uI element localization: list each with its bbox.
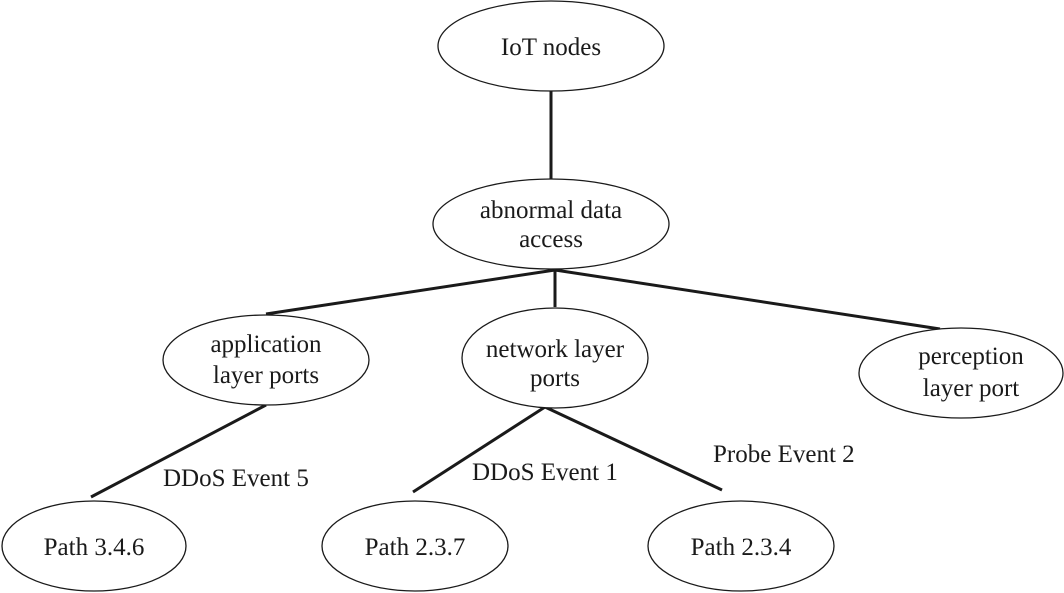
node-label-line-1: abnormal data [480, 197, 622, 224]
edge-application-to-path346 [90, 403, 267, 499]
node-shape [647, 500, 835, 592]
node-perception-layer-port: perception layer port [858, 327, 1064, 419]
edges [90, 91, 941, 499]
edge-network-to-path237 [412, 405, 546, 494]
node-label-line-1: network layer [486, 336, 625, 363]
node-shape [162, 314, 370, 406]
node-network-layer-ports: network layer ports [461, 307, 649, 409]
node-shape [1, 500, 187, 592]
edge-label-probe-event-2: Probe Event 2 [713, 441, 855, 468]
node-shape [461, 307, 649, 409]
node-label-line-2: ports [530, 365, 580, 392]
node-label-line-1: Path 2.3.4 [691, 534, 792, 561]
node-abnormal-data-access: abnormal data access [432, 178, 670, 270]
node-label-line-2: layer port [923, 375, 1020, 402]
node-iot-nodes: IoT nodes [437, 0, 665, 92]
node-shape [858, 327, 1064, 419]
edge-network-to-path234 [544, 405, 723, 492]
edge-labels: DDoS Event 5 DDoS Event 1 Probe Event 2 [163, 441, 855, 492]
node-label-line-2: layer ports [213, 362, 319, 389]
node-shape [437, 0, 665, 92]
edge-abnormal-to-application [265, 268, 556, 316]
node-shape [432, 178, 670, 270]
edge-label-ddos-event-5: DDoS Event 5 [163, 465, 309, 492]
node-label-line-1: Path 2.3.7 [365, 534, 466, 561]
node-label-line-1: perception [918, 343, 1024, 370]
node-path-2-3-4: Path 2.3.4 [647, 500, 835, 592]
edge-label-ddos-event-1: DDoS Event 1 [472, 459, 618, 486]
node-label-line-2: access [519, 226, 583, 253]
node-label-line-1: application [210, 331, 322, 358]
node-label-line-1: Path 3.4.6 [44, 534, 145, 561]
edge-abnormal-to-perception [554, 268, 941, 331]
node-shape [321, 500, 509, 592]
node-path-3-4-6: Path 3.4.6 [1, 500, 187, 592]
node-application-layer-ports: application layer ports [162, 314, 370, 406]
node-path-2-3-7: Path 2.3.7 [321, 500, 509, 592]
node-label-line-1: IoT nodes [501, 34, 601, 61]
